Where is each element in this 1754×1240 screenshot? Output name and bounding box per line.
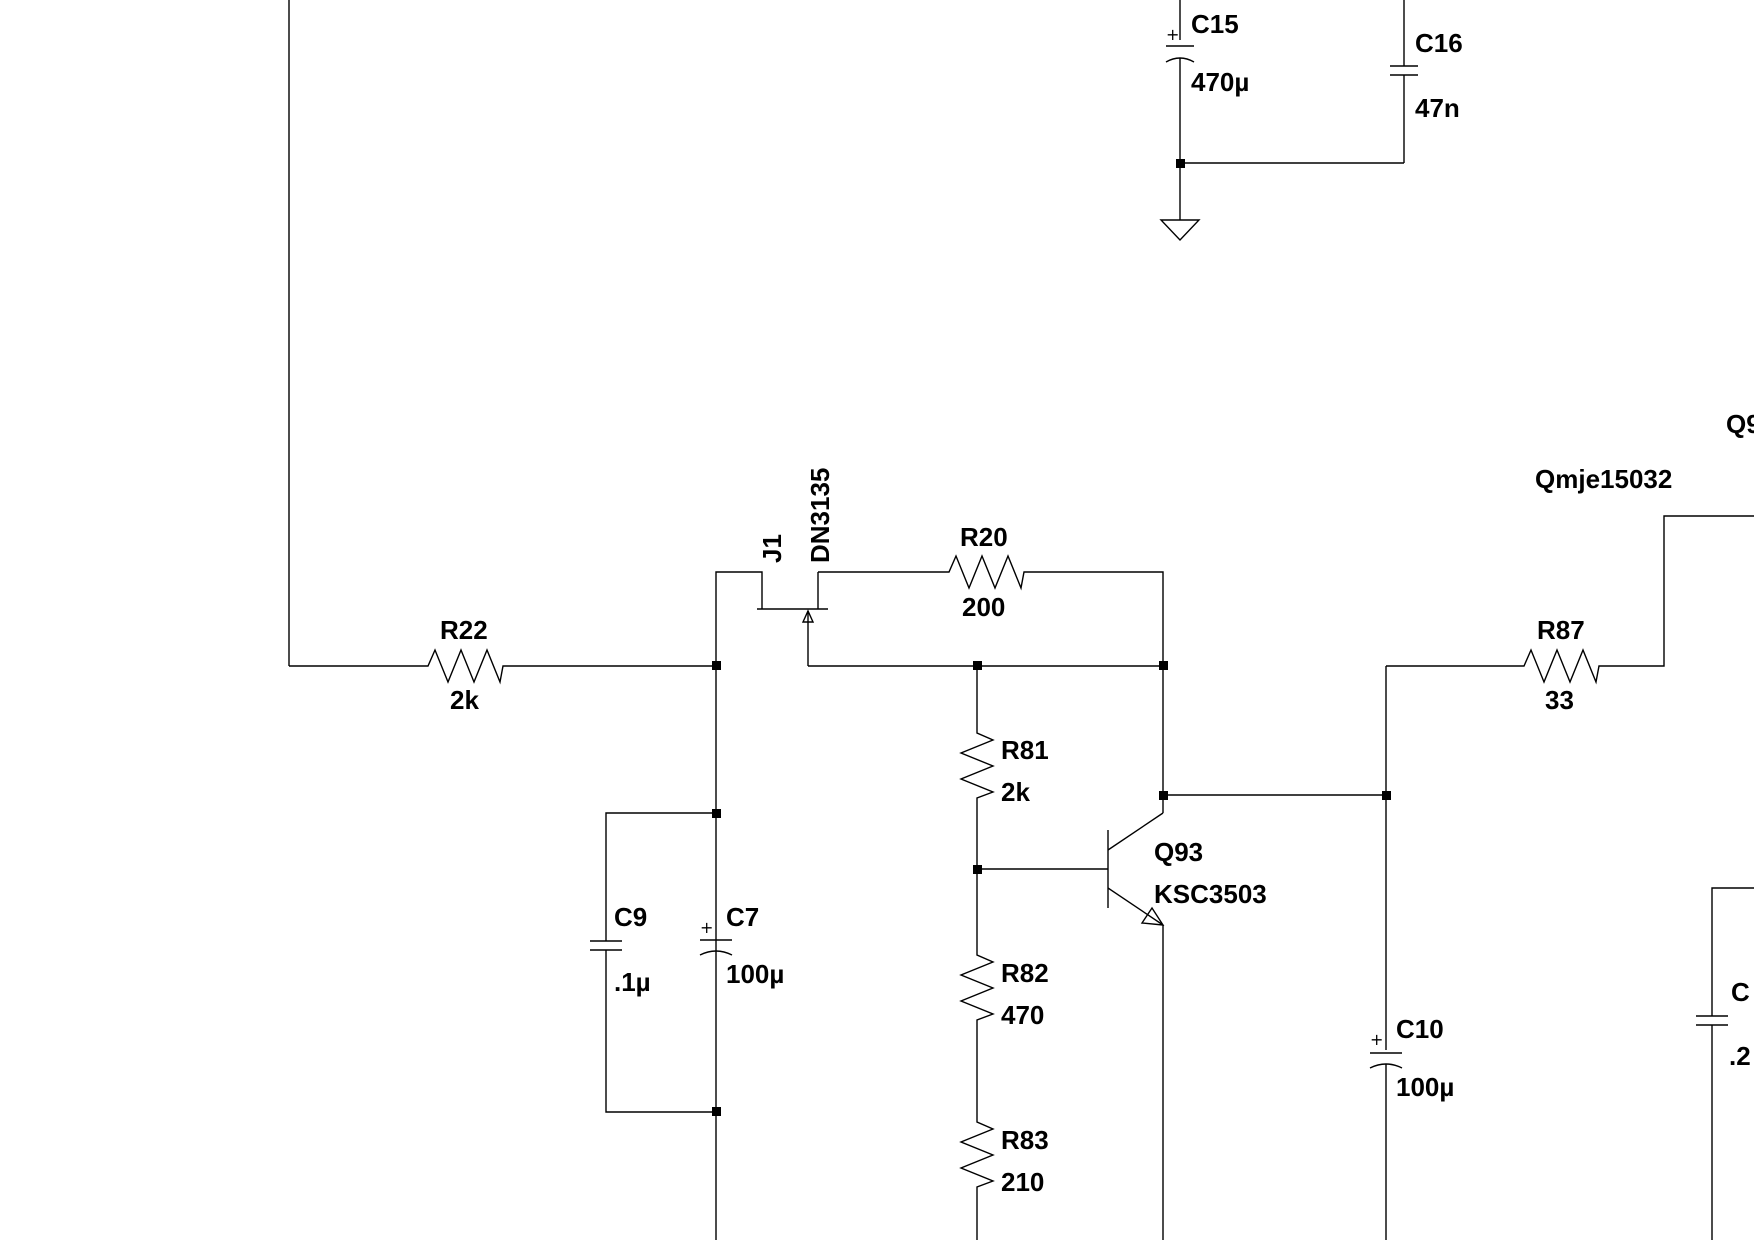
q9x-value: Qmje15032 [1535, 464, 1672, 494]
r87-resistor: R87 33 [1386, 515, 1754, 715]
c15-label: C15 [1191, 9, 1239, 39]
r87-label: R87 [1537, 615, 1585, 645]
r81-resistor: R81 2k [959, 666, 1049, 869]
c10-capacitor: + C10 100µ [1369, 666, 1454, 1240]
q93-transistor: Q93 KSC3503 [1107, 795, 1267, 1240]
junction-dot [973, 661, 982, 670]
c9-value: .1µ [614, 967, 651, 997]
r22-value: 2k [450, 685, 479, 715]
c9-capacitor: C9 .1µ [590, 812, 716, 1113]
r20-label: R20 [960, 522, 1008, 552]
c16-value: 47n [1415, 93, 1460, 123]
c15-polarity-mark: + [1166, 25, 1179, 44]
junction-dot [1159, 661, 1168, 670]
j1-jfet: J1 DN3135 [715, 468, 1163, 667]
j1-value: DN3135 [805, 468, 835, 563]
r20-resistor: R20 200 [818, 522, 1164, 795]
r83-label: R83 [1001, 1125, 1049, 1155]
r22-resistor: R22 2k [289, 615, 716, 715]
c-right-capacitor: C .2 [1696, 887, 1754, 1240]
c15-capacitor: + C15 470µ [1165, 0, 1249, 163]
c-right-label: C [1731, 977, 1750, 1007]
c-right-value: .2 [1729, 1041, 1751, 1071]
c9-label: C9 [614, 902, 647, 932]
c7-capacitor: + C7 100µ [699, 902, 784, 989]
j1-label: J1 [757, 534, 787, 563]
c10-label: C10 [1396, 1014, 1444, 1044]
r82-value: 470 [1001, 1000, 1044, 1030]
c15-value: 470µ [1191, 67, 1249, 97]
c16-capacitor: C16 47n [1390, 0, 1463, 163]
ground-net [1159, 159, 1404, 242]
c7-value: 100µ [726, 959, 784, 989]
c7-label: C7 [726, 902, 759, 932]
c16-label: C16 [1415, 28, 1463, 58]
junction-dot [712, 809, 721, 818]
r81-label: R81 [1001, 735, 1049, 765]
q9x-label: Q9 [1726, 409, 1754, 439]
r82-label: R82 [1001, 958, 1049, 988]
c10-value: 100µ [1396, 1072, 1454, 1102]
r87-value: 33 [1545, 685, 1574, 715]
r81-value: 2k [1001, 777, 1030, 807]
r83-value: 210 [1001, 1167, 1044, 1197]
r83-resistor: R83 210 [959, 1120, 1049, 1240]
ground-icon [1159, 219, 1201, 242]
c10-polarity-mark: + [1370, 1030, 1383, 1049]
q93-value: KSC3503 [1154, 879, 1267, 909]
junction-dot [712, 1107, 721, 1116]
r82-resistor: R82 470 [959, 869, 1049, 1120]
c7-polarity-mark: + [700, 918, 713, 937]
r20-value: 200 [962, 592, 1005, 622]
r22-label: R22 [440, 615, 488, 645]
q93-label: Q93 [1154, 837, 1203, 867]
